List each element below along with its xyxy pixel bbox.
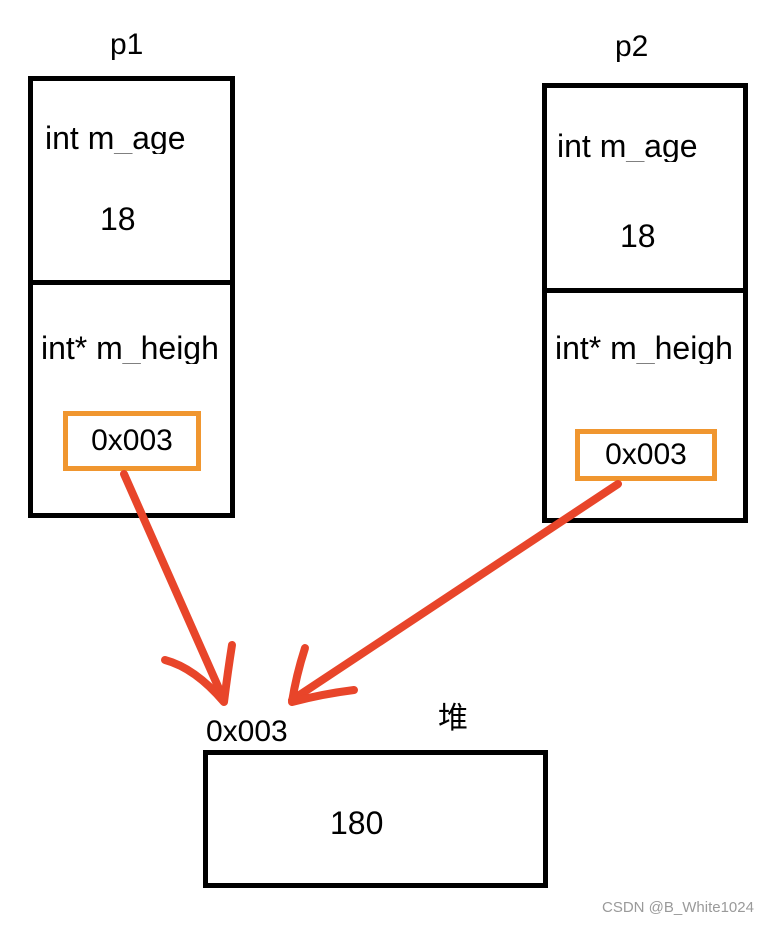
p1-m-age-value: 18: [100, 203, 136, 235]
heap-label: 堆: [438, 702, 468, 735]
p1-m-heigh-label: int* m_heigh: [41, 332, 219, 364]
p2-to-heap-arrow: [288, 480, 622, 704]
p2-title: p2: [615, 30, 649, 63]
p2-field-divider: [542, 288, 748, 293]
p2-pointer-address: 0x003: [575, 429, 717, 481]
p1-title: p1: [110, 28, 144, 61]
p1-pointer-address: 0x003: [63, 411, 201, 471]
p1-to-heap-arrow: [120, 470, 228, 704]
heap-address-label: 0x003: [206, 715, 288, 748]
heap-memory-box: [203, 750, 548, 888]
p1-m-age-label: int m_age: [45, 122, 186, 154]
p2-arrowhead: [288, 644, 358, 706]
watermark: CSDN @B_White1024: [602, 899, 754, 916]
p2-m-age-label: int m_age: [557, 130, 698, 162]
p2-m-heigh-label: int* m_heigh: [555, 332, 733, 364]
heap-value: 180: [330, 807, 384, 839]
p1-field-divider: [28, 280, 235, 285]
p2-m-age-value: 18: [620, 220, 656, 252]
p1-arrowhead: [161, 641, 236, 706]
